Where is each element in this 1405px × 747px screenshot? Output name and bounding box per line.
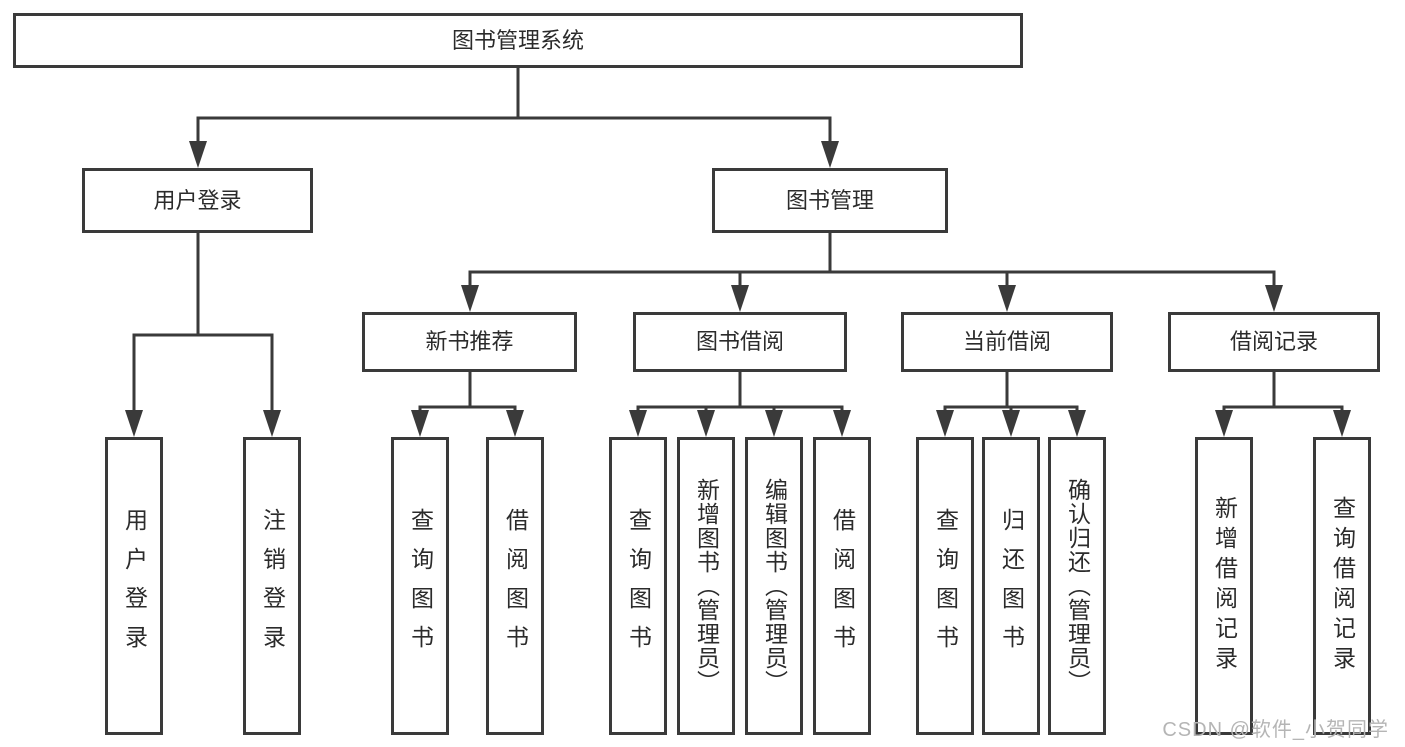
leaf-query-borrow-record: 查询借阅记录 [1313, 437, 1371, 735]
node-label: 归还图书 [998, 508, 1025, 664]
leaf-edit-books-admin: 编辑图书（管理员） [745, 437, 803, 735]
node-label: 当前借阅 [962, 329, 1051, 354]
node-label: 借阅记录 [1229, 329, 1318, 354]
node-label: 图书管理系统 [451, 27, 584, 53]
leaf-add-borrow-record: 新增借阅记录 [1195, 437, 1253, 735]
node-label: 注销登录 [259, 508, 286, 664]
node-label: 新增借阅记录 [1211, 496, 1238, 676]
leaf-return-books: 归还图书 [982, 437, 1040, 735]
leaf-user-login: 用户登录 [105, 437, 163, 735]
arrowheads [125, 141, 1351, 437]
leaf-borrow-books: 借阅图书 [486, 437, 544, 735]
node-user-login: 用户登录 [82, 168, 313, 233]
leaf-query-books: 查询图书 [916, 437, 974, 735]
node-borrowing-records: 借阅记录 [1168, 312, 1380, 372]
node-label: 图书借阅 [695, 329, 784, 354]
node-label: 用户登录 [153, 187, 242, 213]
node-label: 编辑图书（管理员） [761, 478, 788, 694]
node-label: 图书管理 [785, 187, 874, 213]
node-label: 用户登录 [121, 508, 148, 664]
leaf-query-books: 查询图书 [391, 437, 449, 735]
node-label: 查询图书 [407, 508, 434, 664]
leaf-confirm-return-admin: 确认归还（管理员） [1048, 437, 1106, 735]
node-label: 新增图书（管理员） [693, 478, 720, 694]
node-library-system: 图书管理系统 [13, 13, 1023, 68]
node-label: 借阅图书 [829, 508, 856, 664]
node-label: 查询借阅记录 [1329, 496, 1356, 676]
node-current-borrowing: 当前借阅 [901, 312, 1113, 372]
leaf-add-books-admin: 新增图书（管理员） [677, 437, 735, 735]
node-label: 查询图书 [625, 508, 652, 664]
node-label: 查询图书 [932, 508, 959, 664]
node-book-borrowing: 图书借阅 [633, 312, 847, 372]
node-new-book-recommend: 新书推荐 [362, 312, 577, 372]
node-label: 确认归还（管理员） [1064, 478, 1091, 694]
node-label: 借阅图书 [502, 508, 529, 664]
leaf-borrow-books: 借阅图书 [813, 437, 871, 735]
node-label: 新书推荐 [425, 329, 514, 354]
csdn-watermark: CSDN @软件_小贺同学 [1162, 719, 1389, 741]
leaf-logout: 注销登录 [243, 437, 301, 735]
node-book-management: 图书管理 [712, 168, 948, 233]
leaf-query-books: 查询图书 [609, 437, 667, 735]
